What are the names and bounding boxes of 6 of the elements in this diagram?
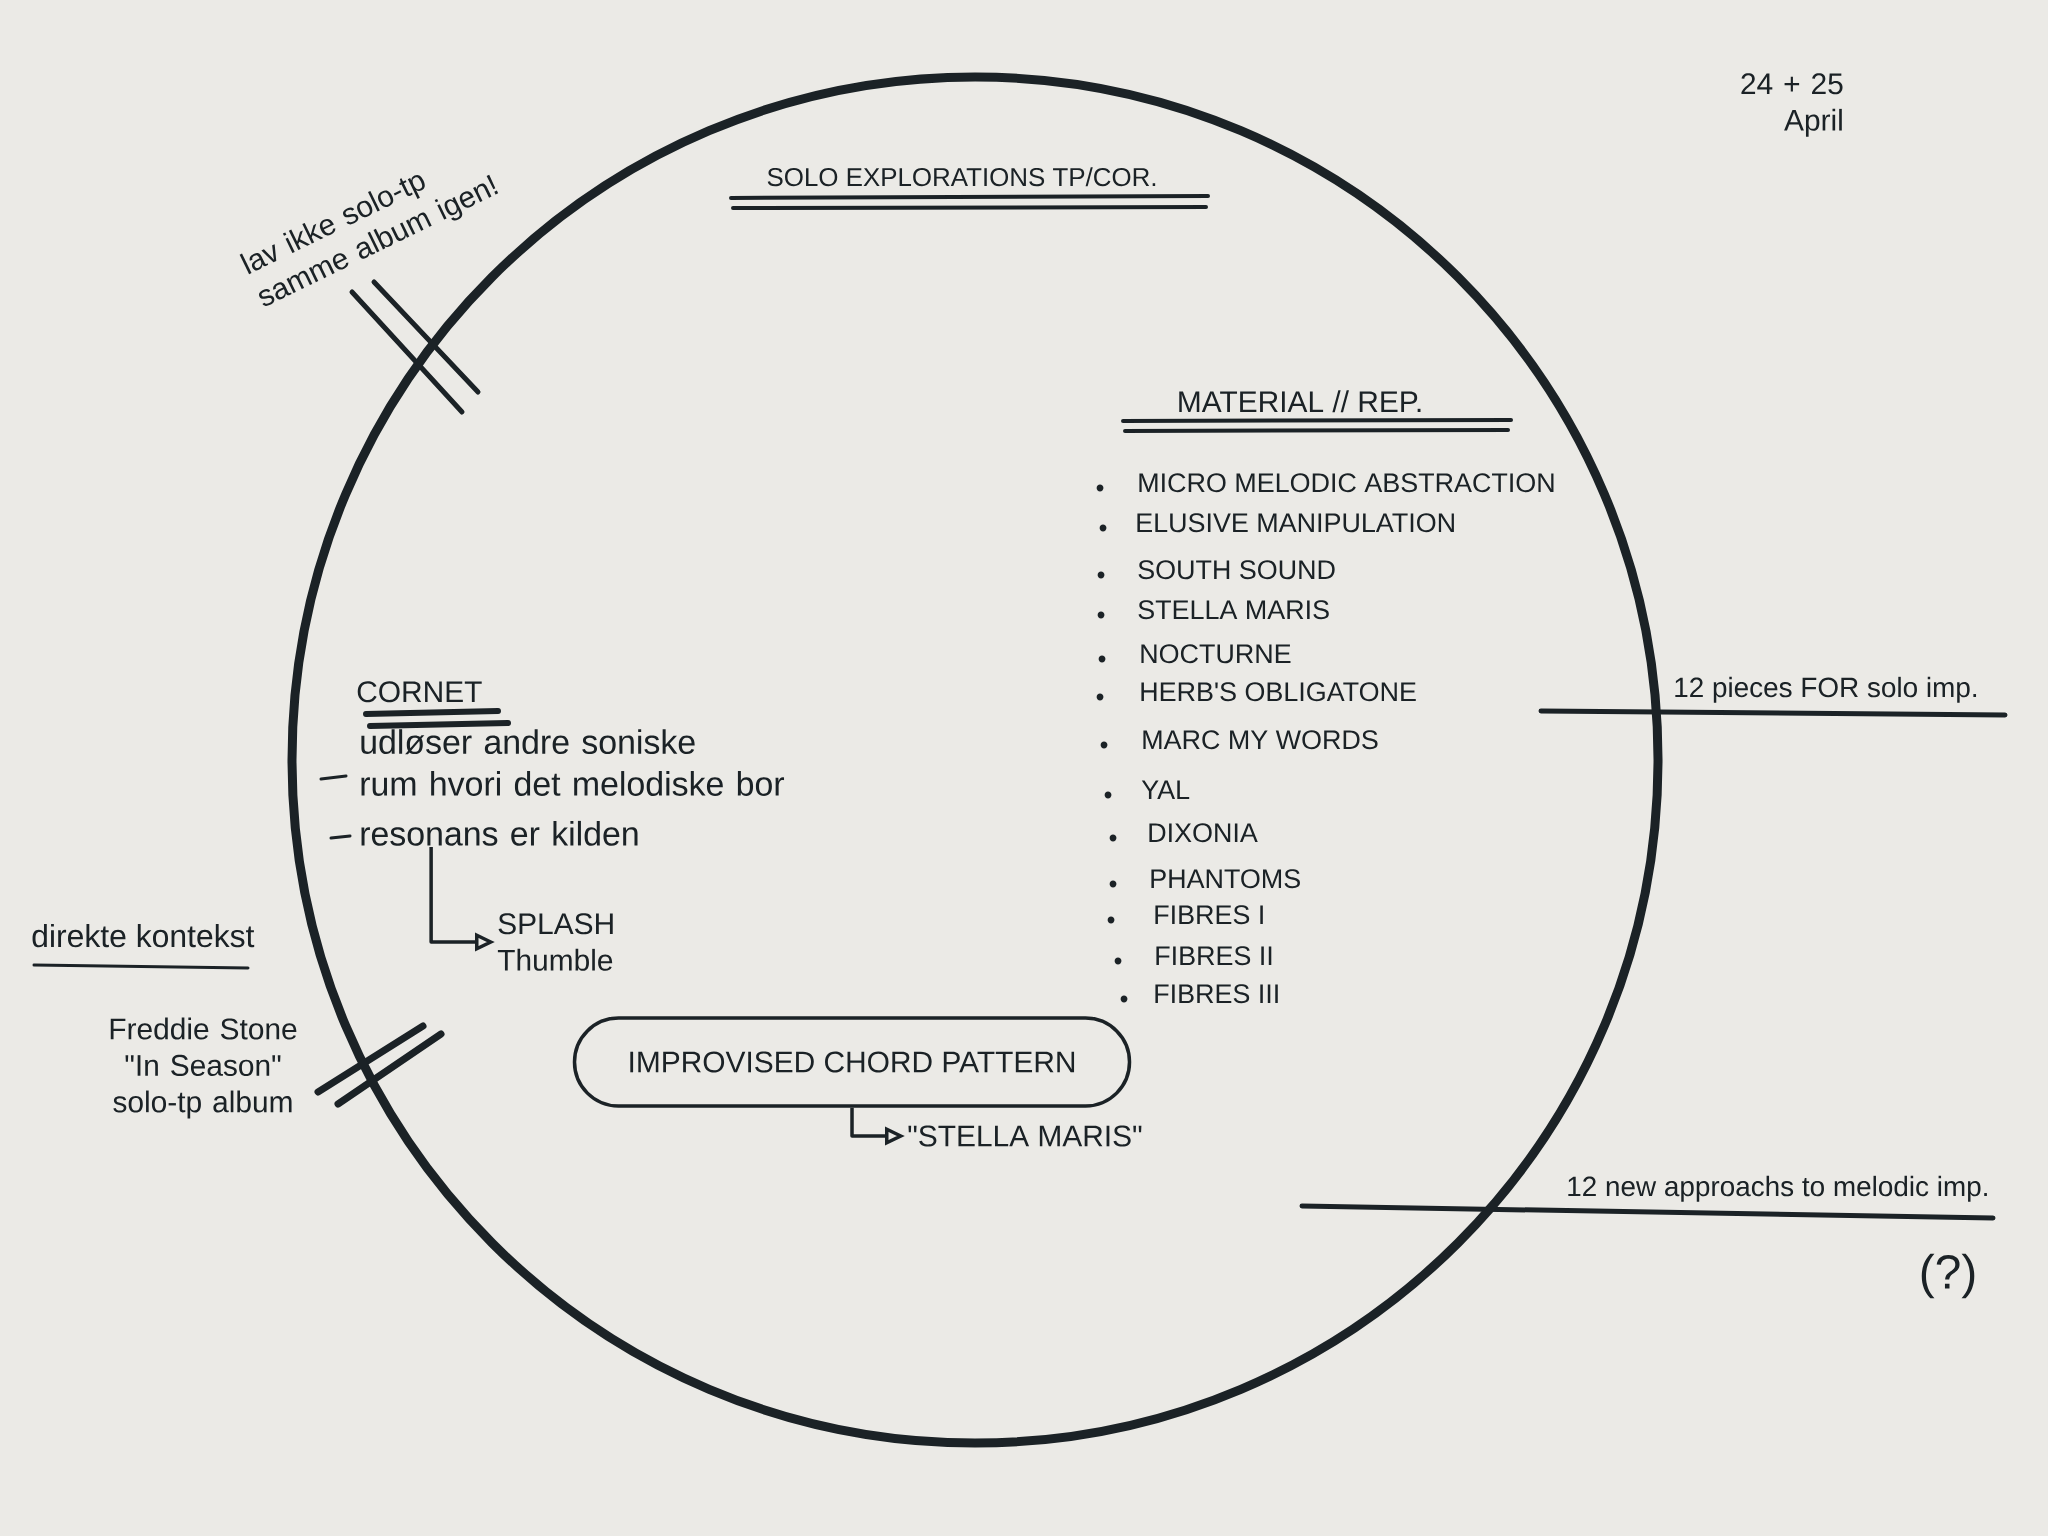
handwritten-note: 12 new approachs to melodic imp. — [1568, 1175, 1987, 1202]
handwritten-note: Freddie Stone "In Season" solo-tp album — [110, 1017, 297, 1119]
handwritten-note: 12 pieces FOR solo imp. — [1675, 676, 1977, 703]
handwritten-note: (?) — [1921, 1253, 1975, 1299]
date-note: 24 + 25 April — [1741, 73, 1843, 137]
section-heading: direkte kontekst — [32, 923, 255, 948]
